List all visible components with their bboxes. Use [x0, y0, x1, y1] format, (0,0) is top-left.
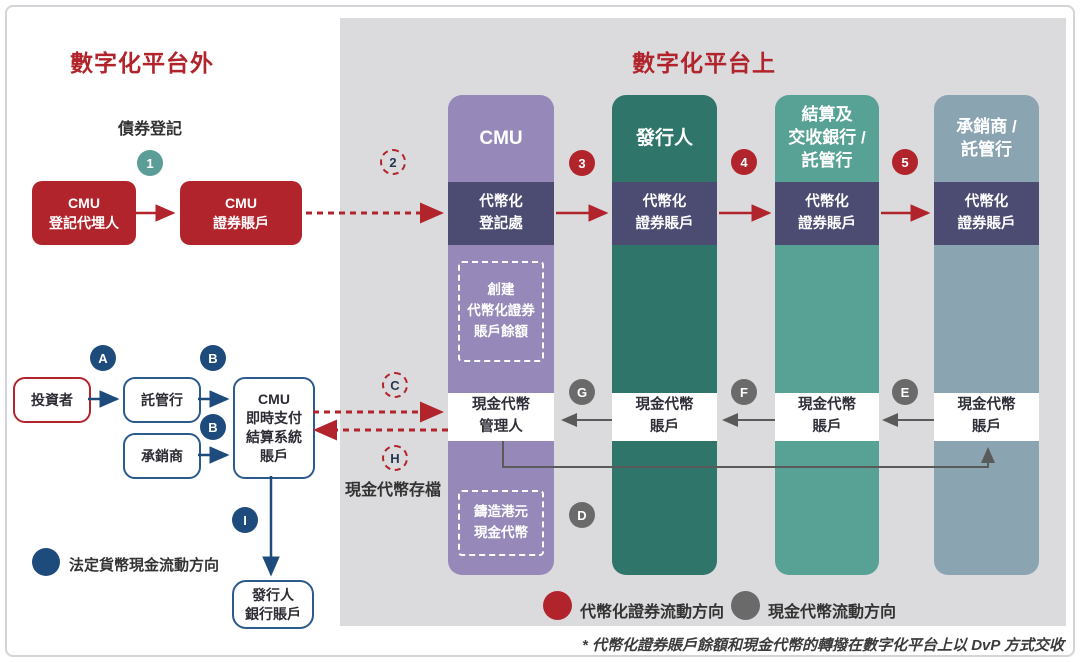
step-circle-d: D: [569, 502, 595, 528]
title-on-platform: 數字化平台上: [632, 50, 776, 76]
step-circle-g: G: [569, 379, 595, 405]
step-circle-4: 4: [731, 149, 757, 175]
figure-border: [5, 5, 1075, 657]
issuer-token-securities-band: 代幣化 證券賬戶: [612, 182, 717, 245]
legend-fiat-cash-dot: [32, 548, 60, 576]
box-investor: 投資者: [13, 377, 91, 423]
step-circle-b1: B: [200, 345, 226, 371]
issuer-cash-token-band: 現金代幣 賬戶: [612, 393, 717, 441]
underwriter-token-securities-band: 代幣化 證券賬戶: [934, 182, 1039, 245]
column-settlement-bank-header: 結算及 交收銀行 / 託管行: [788, 105, 866, 170]
column-cmu: CMU 代幣化 登記處 創建 代幣化證券 賬戶餘額 現金代幣 管理人 鑄造港元 …: [448, 95, 554, 575]
cmu-token-registry-band: 代幣化 登記處: [448, 182, 554, 245]
legend-token-securities-dot: [543, 591, 572, 620]
step-circle-5: 5: [892, 149, 918, 175]
settlement-token-securities-band: 代幣化 證券賬戶: [775, 182, 879, 245]
cmu-cash-token-manager-band: 現金代幣 管理人: [448, 393, 554, 441]
underwriter-cash-token-band: 現金代幣 賬戶: [934, 393, 1039, 441]
column-underwriter-custodian: 承銷商 / 託管行 代幣化 證券賬戶 現金代幣 賬戶: [934, 95, 1039, 575]
column-issuer-header: 發行人: [635, 127, 693, 149]
box-underwriter: 承銷商: [123, 433, 201, 479]
box-cmu-securities-account: CMU 證券賬戶: [180, 181, 302, 245]
legend-token-securities-label: 代幣化證券流動方向: [580, 604, 725, 621]
step-circle-1: 1: [137, 150, 163, 176]
step-circle-b2: B: [200, 414, 226, 440]
box-cmu-rtgs-account: CMU 即時支付 結算系統 賬戶: [233, 377, 315, 479]
step-circle-3: 3: [569, 150, 595, 176]
legend-fiat-cash-label: 法定貨幣現金流動方向: [69, 557, 220, 574]
cash-token-archive-label: 現金代幣存檔: [345, 482, 442, 499]
step-circle-2: 2: [380, 149, 406, 175]
column-issuer: 發行人 代幣化 證券賬戶 現金代幣 賬戶: [612, 95, 717, 575]
step-circle-f: F: [731, 379, 757, 405]
cmu-mint-hkd-token-box: 鑄造港元 現金代幣: [458, 490, 544, 556]
box-cmu-registration-agent: CMU 登記代埋人: [32, 181, 136, 245]
box-issuer-bank-account: 發行人 銀行賬戶: [232, 580, 314, 629]
column-cmu-header: CMU: [479, 127, 523, 149]
step-circle-c: C: [382, 372, 408, 398]
settlement-cash-token-band: 現金代幣 賬戶: [775, 393, 879, 441]
cmu-create-token-balance-box: 創建 代幣化證券 賬戶餘額: [458, 261, 544, 362]
column-settlement-bank: 結算及 交收銀行 / 託管行 代幣化 證券賬戶 現金代幣 賬戶: [775, 95, 879, 575]
column-underwriter-custodian-header: 承銷商 / 託管行: [956, 116, 1017, 159]
step-circle-e: E: [892, 379, 918, 405]
legend-cash-token-dot: [731, 591, 760, 620]
step-circle-i: I: [232, 507, 258, 533]
bond-registration-label: 債券登記: [118, 121, 183, 138]
dvp-footnote: * 代幣化證券賬戶餘額和現金代幣的轉撥在數字化平台上以 DvP 方式交收: [582, 637, 1064, 654]
step-circle-h: H: [382, 445, 408, 471]
step-circle-a: A: [90, 345, 116, 371]
legend-cash-token-label: 現金代幣流動方向: [768, 604, 897, 621]
title-outside-platform: 數字化平台外: [70, 50, 214, 76]
box-custodian: 託管行: [123, 377, 201, 423]
